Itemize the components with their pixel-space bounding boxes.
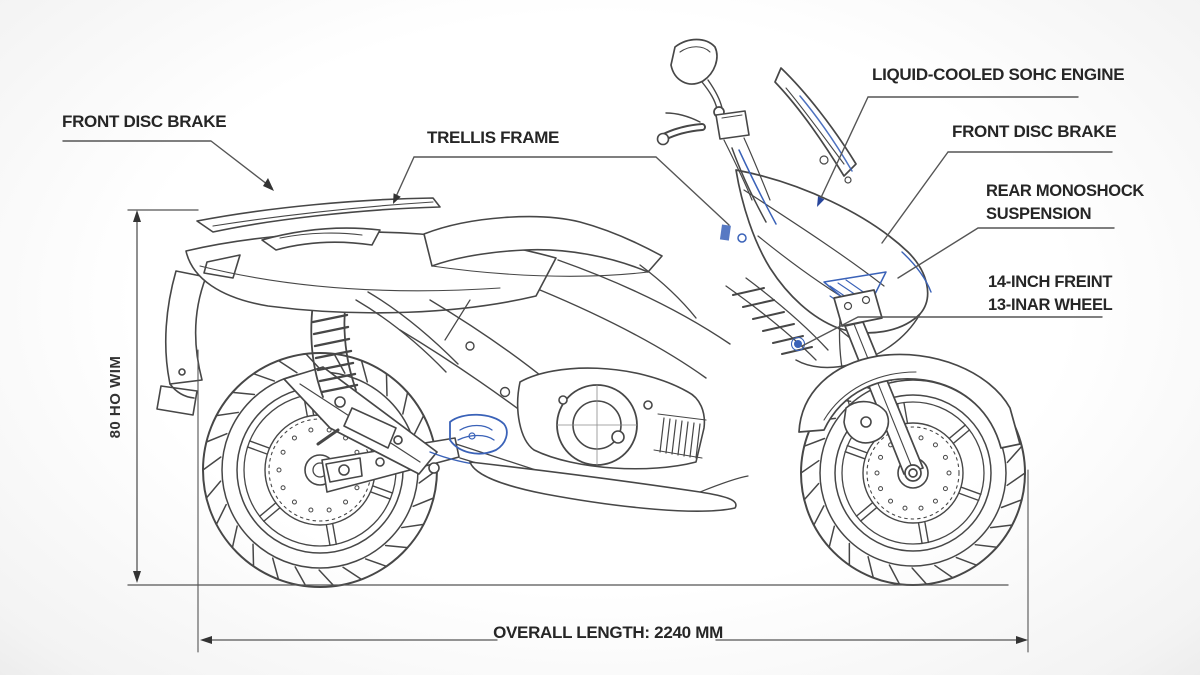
callout-front-disc-brake-left: FRONT DISC BRAKE [62, 112, 227, 131]
callout-front-disc-brake-right: FRONT DISC BRAKE [952, 122, 1117, 141]
callout-leaders [62, 96, 1115, 347]
callout-rear-monoshock-line1: REAR MONOSHOCK [986, 182, 1145, 200]
callout-rear-monoshock-line2: SUSPENSION [986, 205, 1092, 223]
engine-blue-accent [429, 413, 508, 467]
handlebar [656, 110, 777, 225]
seat [423, 215, 663, 277]
callout-liquid-cooled-engine: LIQUID-COOLED SOHC ENGINE [872, 65, 1125, 84]
leader-rear-monoshock [897, 227, 1115, 279]
leader-liquid-cooled-engine [817, 96, 1079, 205]
windscreen [774, 67, 857, 177]
height-dimension-label: 80 HO WIM [107, 355, 124, 439]
fairing-vents [725, 277, 829, 361]
callout-wheel-sizes-line1: 14-INCH FREINT [988, 273, 1113, 291]
leader-wheels [801, 316, 1103, 347]
leader-front-disc-brake-right [881, 151, 1113, 244]
leader-front-disc-brake-left [62, 140, 273, 189]
front-brake-caliper [838, 319, 890, 444]
callout-rear-monoshock-suspension: REAR MONOSHOCK SUSPENSION [986, 180, 1144, 226]
callout-trellis-frame: TRELLIS FRAME [427, 128, 560, 147]
overall-length-dimension-label: OVERALL LENGTH: 2240 MM [493, 623, 723, 642]
rear-fender [156, 270, 207, 416]
rear-wheel [202, 352, 438, 588]
ignition-blue-detail [719, 224, 747, 243]
underbelly-exhaust [469, 461, 749, 512]
callout-wheel-sizes: 14-INCH FREINT 13-INAR WHEEL [988, 271, 1113, 317]
front-fender [798, 353, 1021, 482]
leader-trellis-frame [393, 156, 730, 226]
callout-wheel-sizes-line2: 13-INAR WHEEL [988, 296, 1113, 314]
engine [444, 299, 707, 470]
footrest [316, 407, 397, 449]
mirror [670, 38, 725, 118]
tail-bodywork [185, 197, 557, 314]
dimension-annotations [127, 209, 1029, 653]
